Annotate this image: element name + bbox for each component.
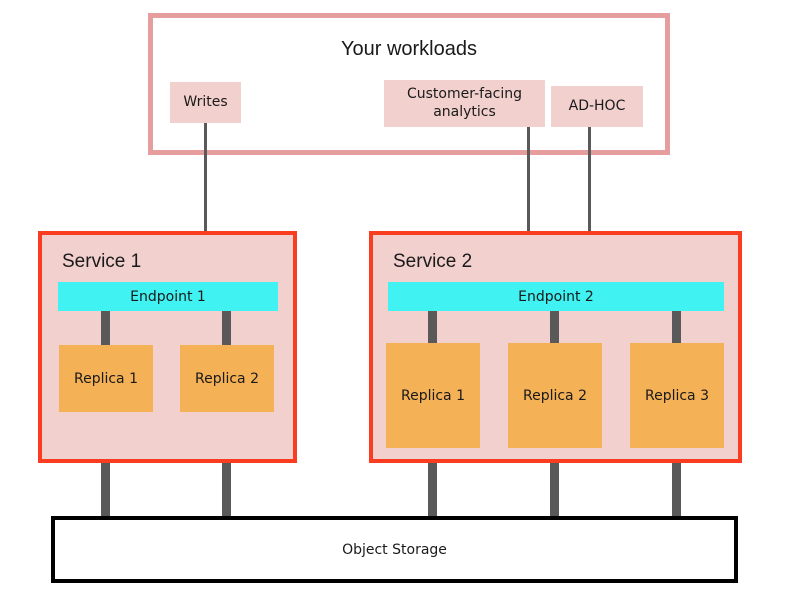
service-1-title: Service 1 xyxy=(62,251,142,272)
service-1-replica-1[interactable]: Replica 1 xyxy=(59,345,153,412)
workloads-title: Your workloads xyxy=(340,38,477,60)
workload-chip-analytics[interactable]: Customer-facing analytics xyxy=(384,80,545,127)
endpoint-1[interactable]: Endpoint 1 xyxy=(58,282,278,311)
service-2-title: Service 2 xyxy=(393,251,473,272)
service-2-replica-2[interactable]: Replica 2 xyxy=(508,343,602,448)
object-storage-box[interactable]: Object Storage xyxy=(51,516,738,583)
arrow-line-writes-to-endpoint-1 xyxy=(204,123,207,257)
pipe-s2-replica-2-to-storage xyxy=(550,436,559,520)
pipe-s2-replica-1-to-storage xyxy=(428,436,437,520)
pipe-endpoint-2-to-replica-2 xyxy=(550,308,559,348)
pipe-s2-replica-3-to-storage xyxy=(672,436,681,520)
workload-chip-adhoc[interactable]: AD-HOC xyxy=(551,86,643,127)
pipe-endpoint-2-to-replica-3 xyxy=(672,308,681,348)
arrow-line-analytics-to-endpoint-2 xyxy=(527,127,530,257)
pipe-endpoint-1-to-replica-1 xyxy=(101,308,110,350)
workload-chip-writes[interactable]: Writes xyxy=(170,82,241,123)
endpoint-2[interactable]: Endpoint 2 xyxy=(388,282,724,311)
service-2-replica-3[interactable]: Replica 3 xyxy=(630,343,724,448)
service-2-replica-1[interactable]: Replica 1 xyxy=(386,343,480,448)
arrow-line-adhoc-to-endpoint-2 xyxy=(588,127,591,257)
pipe-endpoint-1-to-replica-2 xyxy=(222,308,231,350)
service-1-replica-2[interactable]: Replica 2 xyxy=(180,345,274,412)
pipe-endpoint-2-to-replica-1 xyxy=(428,308,437,348)
